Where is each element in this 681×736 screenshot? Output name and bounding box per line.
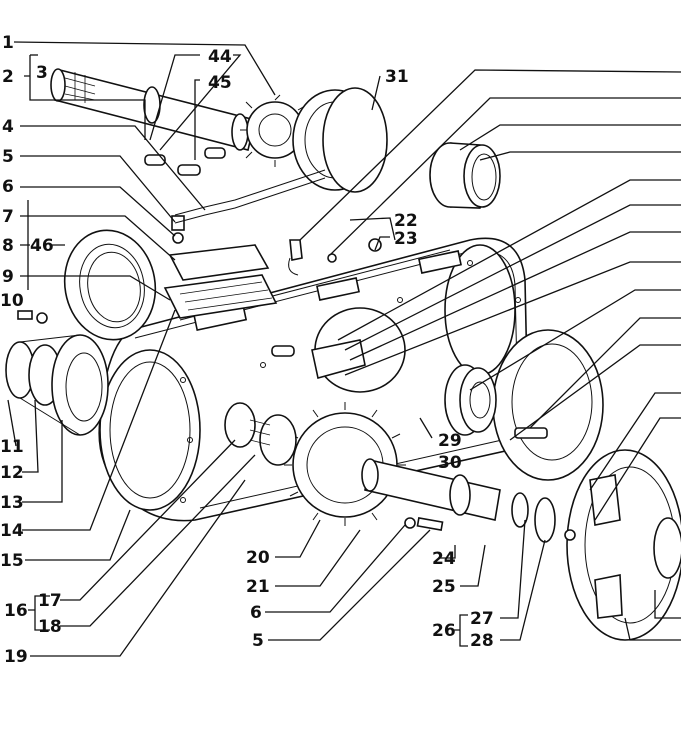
right-cover-plate — [492, 329, 604, 481]
label-26: 26 — [432, 621, 456, 641]
right-flange-hub — [564, 449, 681, 641]
label-23: 23 — [394, 229, 418, 249]
cover-plates — [163, 215, 278, 319]
label-8: 8 — [2, 236, 14, 256]
bolt-5-6 — [404, 517, 444, 531]
label-29: 29 — [438, 431, 462, 451]
label-24: 24 — [432, 549, 456, 569]
label-45: 45 — [208, 73, 232, 93]
bearing-29-30 — [444, 364, 497, 436]
label-19: 19 — [4, 647, 28, 667]
label-6-lower: 6 — [250, 603, 262, 623]
label-28: 28 — [470, 631, 494, 651]
label-22: 22 — [394, 211, 418, 231]
label-21: 21 — [246, 577, 270, 597]
left-flange-ring — [63, 229, 157, 341]
label-10: 10 — [0, 291, 24, 311]
left-hub-assembly — [5, 334, 109, 436]
seal-ring-31 — [322, 87, 388, 193]
splined-shaft — [50, 68, 256, 151]
label-2: 2 — [2, 67, 14, 87]
label-9: 9 — [2, 267, 14, 287]
drive-sprocket-and-chain — [174, 87, 388, 224]
label-7: 7 — [2, 207, 14, 227]
label-4: 4 — [2, 117, 14, 137]
callout-labels: 1 2 3 4 5 6 7 8 46 9 10 11 12 13 14 15 1… — [0, 33, 494, 667]
bushing-17-18 — [224, 402, 297, 466]
bolt-10 — [17, 310, 48, 324]
label-25: 25 — [432, 577, 456, 597]
label-15: 15 — [0, 551, 24, 571]
label-46: 46 — [30, 236, 54, 256]
label-16: 16 — [4, 601, 28, 621]
label-13: 13 — [0, 493, 24, 513]
label-44: 44 — [208, 47, 232, 67]
bearing-sleeve — [429, 142, 501, 209]
fittings — [288, 238, 382, 276]
label-11: 11 — [0, 437, 24, 457]
label-5-lower: 5 — [252, 631, 264, 651]
label-6: 6 — [2, 177, 14, 197]
gearbox-housing — [98, 237, 529, 522]
leader-lines — [7, 41, 681, 657]
output-shaft — [361, 458, 556, 543]
label-27: 27 — [470, 609, 494, 629]
label-12: 12 — [0, 463, 24, 483]
label-3: 3 — [36, 63, 48, 83]
chain-links — [144, 147, 226, 176]
label-14: 14 — [0, 521, 24, 541]
label-18: 18 — [38, 617, 62, 637]
label-31: 31 — [385, 67, 409, 87]
label-20: 20 — [246, 548, 270, 568]
label-17: 17 — [38, 591, 62, 611]
label-30: 30 — [438, 453, 462, 473]
label-1: 1 — [2, 33, 14, 53]
label-5: 5 — [2, 147, 14, 167]
housing-left-opening — [99, 349, 201, 511]
